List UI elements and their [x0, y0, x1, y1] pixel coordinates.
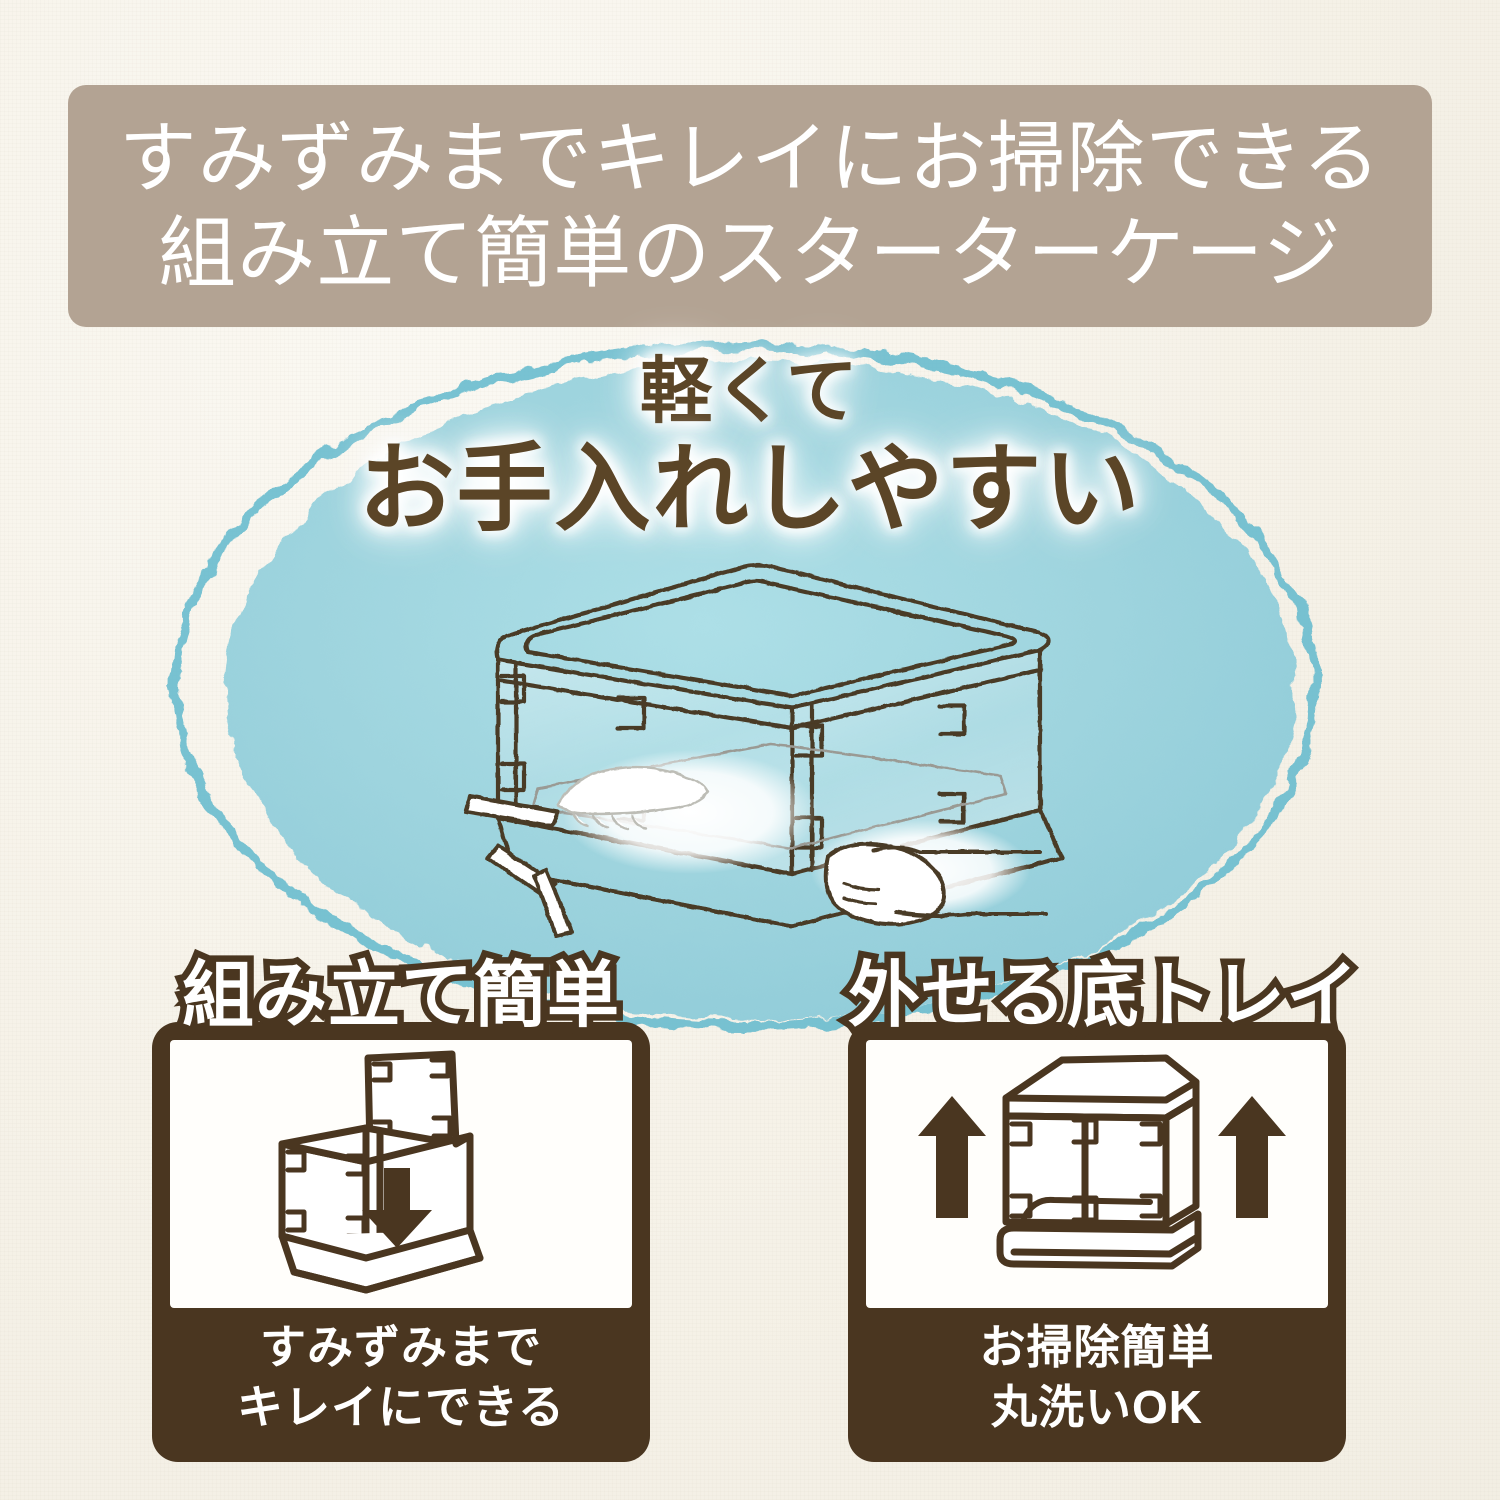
up-arrow-icon	[918, 1096, 986, 1218]
panel-illustration-tray	[866, 1040, 1328, 1308]
feature-panels: 組み立て簡単	[0, 930, 1500, 1462]
caption-line-1: お掃除簡単	[979, 1321, 1215, 1373]
panel-title-tray: 外せる底トレイ	[842, 950, 1365, 1043]
header-line-1: すみずみまでキレイにお掃除できる	[118, 113, 1382, 202]
header-line-2: 組み立て簡単のスターターケージ	[158, 209, 1342, 297]
panel-illustration-assembly	[170, 1040, 632, 1308]
panel-caption-assembly: すみずみまで キレイにできる	[152, 1318, 650, 1438]
down-arrow-icon	[362, 1168, 432, 1248]
feature-panel-assembly[interactable]: 組み立て簡単	[152, 950, 650, 1462]
caption-line-1: すみずみまで	[260, 1321, 542, 1373]
panel-caption-tray: お掃除簡単 丸洗いOK	[848, 1318, 1346, 1438]
panel-title-assembly: 組み立て簡単	[175, 950, 625, 1043]
feature-panel-tray[interactable]: 外せる底トレイ	[842, 950, 1365, 1462]
caption-line-2: キレイにできる	[236, 1380, 566, 1433]
header-banner: すみずみまでキレイにお掃除できる 組み立て簡単のスターターケージ	[68, 85, 1432, 327]
caption-line-2: 丸洗いOK	[991, 1380, 1203, 1433]
up-arrow-icon	[1218, 1096, 1286, 1218]
cage-wiping-illustration	[440, 540, 1120, 940]
